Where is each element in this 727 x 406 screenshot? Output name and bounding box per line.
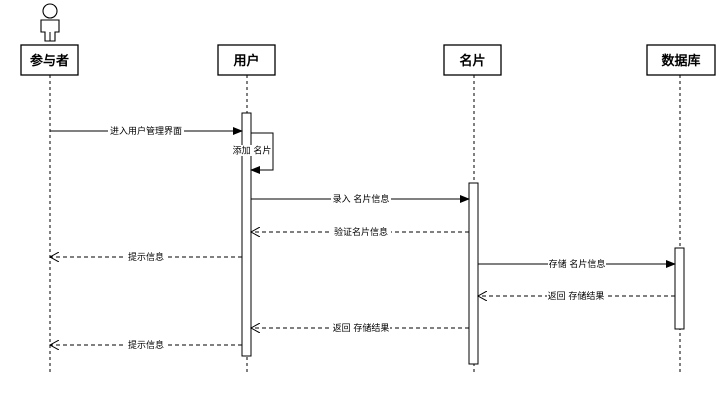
message-input-card-info: 录入 名片信息 [251,193,470,205]
participant-user: 用户 [217,44,276,76]
message-store-card-info-label: 存储 名片信息 [549,258,606,270]
message-prompt-info-1-label: 提示信息 [128,251,164,263]
message-return-store-result-card: 返回 存储结果 [251,322,469,334]
message-return-store-result-card-label: 返回 存储结果 [333,322,390,334]
message-prompt-info-2: 提示信息 [50,339,242,351]
participant-card: 名片 [443,44,502,76]
message-return-store-result-db-label: 返回 存储结果 [548,290,605,302]
participant-actor-label: 参与者 [30,53,69,69]
message-verify-card-info-label: 验证名片信息 [334,226,388,238]
participant-actor: 参与者 [20,44,79,76]
message-return-store-result-db: 返回 存储结果 [478,290,675,302]
message-verify-card-info: 验证名片信息 [251,226,469,238]
participant-db-label: 数据库 [661,53,700,69]
message-prompt-info-1: 提示信息 [50,251,242,263]
message-add-card-label: 添加 名片 [233,145,272,157]
actor-icon [40,3,60,42]
activation-card [468,182,479,365]
message-prompt-info-2-label: 提示信息 [128,339,164,351]
participant-db: 数据库 [646,44,716,76]
activation-db [674,247,685,330]
message-input-card-info-label: 录入 名片信息 [333,193,390,205]
participant-card-label: 名片 [459,53,485,69]
message-enter-user-management: 进入用户管理界面 [50,125,243,137]
message-store-card-info: 存储 名片信息 [478,258,676,270]
participant-user-label: 用户 [232,53,259,69]
message-add-card: 添加 名片 [233,132,274,174]
message-enter-user-management-label: 进入用户管理界面 [110,125,182,137]
